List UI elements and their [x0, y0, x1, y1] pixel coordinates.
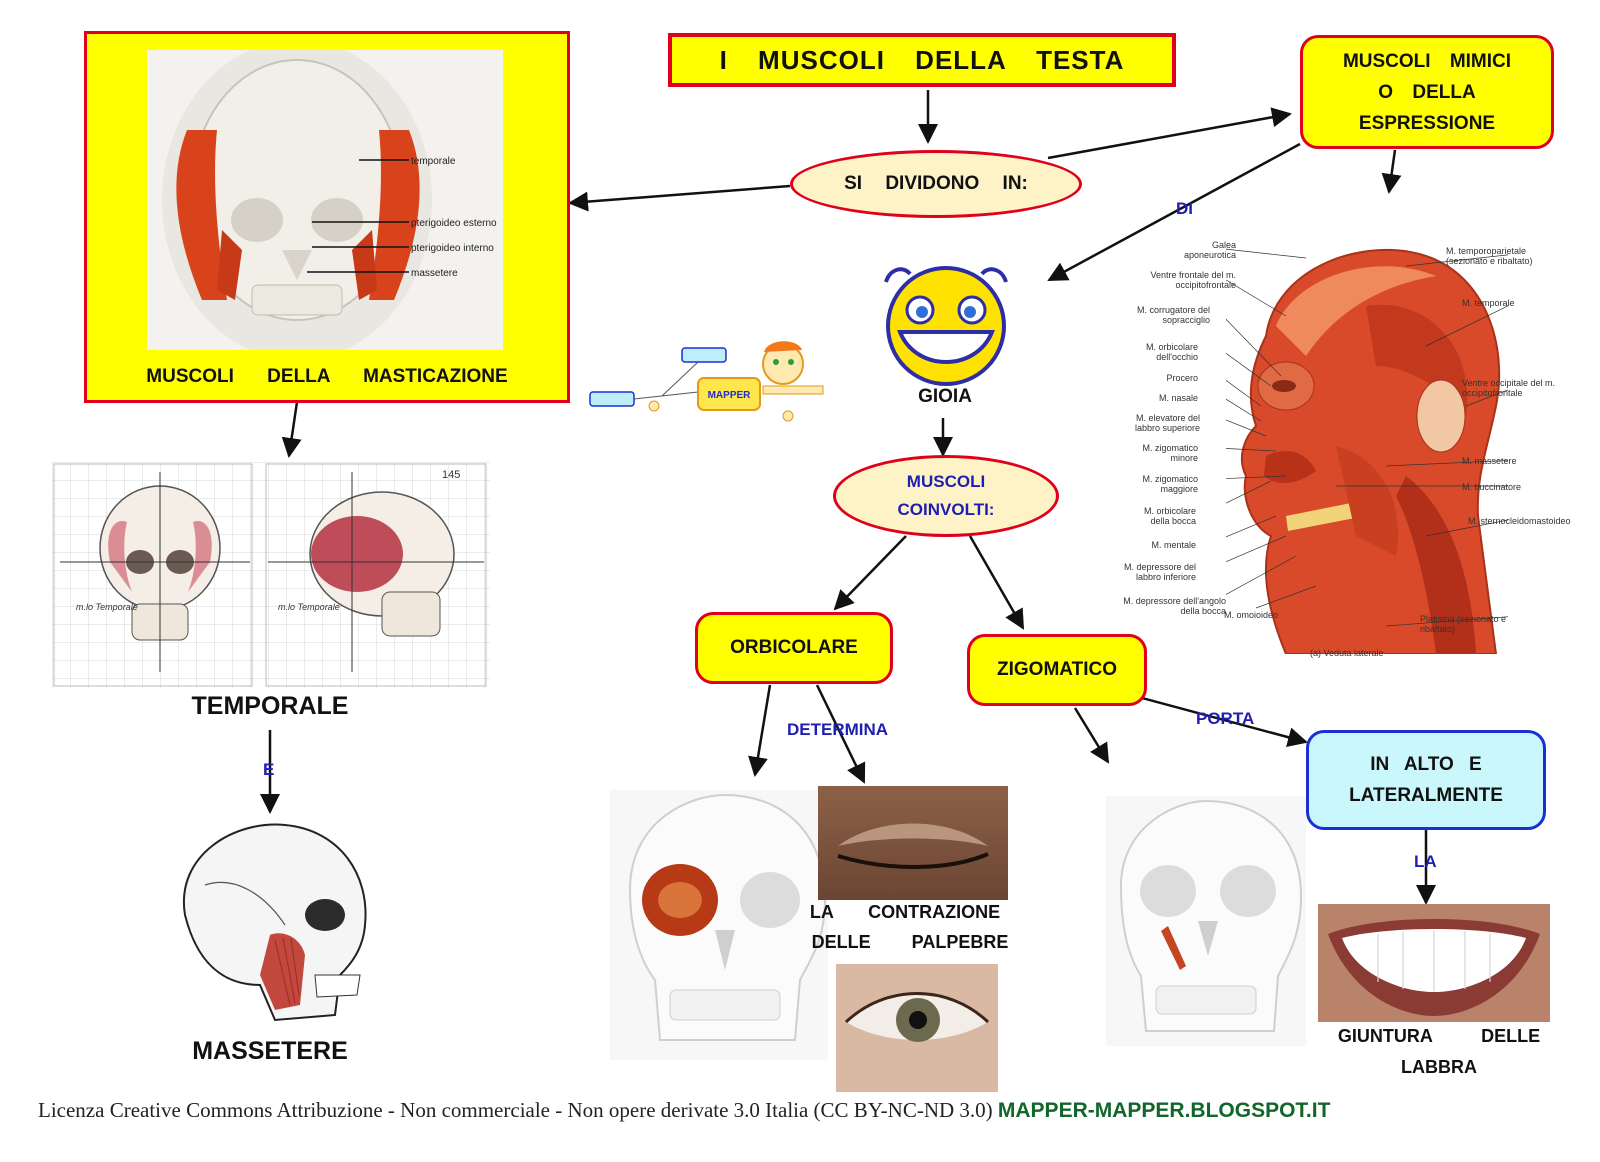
orbicolare-skull-illustration: [610, 790, 828, 1060]
mapper-logo-text: MAPPER: [708, 390, 752, 401]
in-alto-node: IN ALTO E LATERALMENTE: [1306, 730, 1546, 830]
anat-label-frontale: Ventre frontale del m. occipitofrontale: [1150, 270, 1236, 290]
eye-closed-photo: [818, 786, 1008, 900]
link-la: LA: [1414, 852, 1437, 871]
label-pterigoideo-esterno: pterigoideo esterno: [411, 218, 497, 229]
contrazione-line1: LA CONTRAZIONE: [809, 902, 1001, 922]
temporale-caption: TEMPORALE: [191, 692, 349, 720]
link-porta: PORTA: [1196, 709, 1255, 728]
anat-label-depressore-angolo: M. depressore dell'angolo della bocca: [1123, 596, 1226, 616]
anat-label-elevatore: M. elevatore del labbro superiore: [1134, 413, 1200, 433]
sketch-number: 145: [442, 469, 460, 481]
giuntura-line2: LABBRA: [1401, 1057, 1477, 1077]
contrazione-line2: DELLE PALPEBRE: [811, 932, 1009, 952]
arrow-dividono-to-mimici: [1047, 107, 1292, 160]
arrow-mimici-to-anatomy: [1381, 149, 1402, 194]
anat-label-orbicolare-occhio: M. orbicolare dell'occhio: [1145, 342, 1198, 362]
anat-label-platisma: Platisma (sezionato e ribaltato): [1420, 614, 1507, 634]
anat-label-occipitale: Ventre occipitale del m. occipitofrontal…: [1462, 378, 1556, 398]
anat-label-temporoparietale: M. temporoparietale (sezionato e ribalta…: [1446, 246, 1533, 266]
gioia-caption: GIOIA: [918, 386, 972, 407]
arrow-orbicolare-to-skull: [748, 684, 772, 777]
anat-label-zigomatico-maggiore: M. zigomatico maggiore: [1142, 474, 1198, 494]
arrow-coinvolti-to-zigomatico: [968, 535, 1025, 630]
si-dividono-node: SI DIVIDONO IN:: [790, 150, 1082, 218]
label-pterigoideo-interno: pterigoideo interno: [411, 243, 494, 254]
zigomatico-node: ZIGOMATICO: [967, 634, 1147, 706]
anat-label-depressore-labbro: M. depressore del labbro inferiore: [1123, 562, 1196, 582]
anat-label-zigomatico-minore: M. zigomatico minore: [1142, 443, 1198, 463]
arrow-mimici-to-gioia: [1047, 142, 1301, 282]
sketch-note-front: m.lo Temporale: [76, 602, 138, 612]
anat-label-nasale: M. nasale: [1158, 393, 1198, 403]
massetere-skull-illustration: [182, 823, 367, 1022]
link-di: DI: [1176, 199, 1193, 218]
label-temporale: temporale: [411, 156, 456, 167]
footer-site-link[interactable]: MAPPER-MAPPER.BLOGSPOT.IT: [997, 1099, 1331, 1122]
masticazione-caption: MUSCOLI DELLA MASTICAZIONE: [146, 366, 508, 387]
link-e: E: [263, 760, 275, 779]
sketch-note-side: m.lo Temporale: [278, 602, 340, 612]
anat-label-galea: Galea aponeurotica: [1183, 240, 1236, 260]
skull-masticazione-illustration: temporale pterigoideo esterno pterigoide…: [147, 50, 503, 350]
arrow-masticazione-to-temporale: [281, 401, 302, 458]
anatomy-face-illustration: [1226, 248, 1508, 654]
arrow-zigomatico-to-skull: [1073, 707, 1110, 764]
anat-label-sternocleidomastoideo: M. sternocleidomastoideo: [1468, 516, 1571, 526]
mapper-logo: MAPPER: [589, 341, 824, 422]
footer-license: Licenza Creative Commons Attribuzione - …: [38, 1098, 993, 1122]
temporale-sketch-illustration: m.lo Temporale m.lo Temporale 145: [52, 462, 490, 688]
gioia-smiley-icon: [884, 266, 1008, 386]
anat-label-omoioideo: M. omoioideo: [1224, 610, 1279, 620]
anatomy-caption: (a) Veduta laterale: [1310, 648, 1384, 658]
anat-label-corrugatore: M. corrugatore del sopracciglio: [1136, 305, 1210, 325]
arrow-orbicolare-to-eye: [815, 684, 866, 784]
anat-label-orbicolare-bocca: M. orbicolare della bocca: [1143, 506, 1196, 526]
arrow-zigomatico-to-inalto: [1141, 696, 1308, 747]
footer: Licenza Creative Commons Attribuzione - …: [38, 1098, 1330, 1123]
anat-label-mentale: M. mentale: [1151, 540, 1196, 550]
label-massetere: massetere: [411, 268, 458, 279]
masticazione-panel: temporale pterigoideo esterno pterigoide…: [84, 31, 570, 403]
arrow-dividono-to-masticazione: [568, 184, 791, 212]
orbicolare-node: ORBICOLARE: [695, 612, 893, 684]
smile-photo: [1318, 904, 1550, 1022]
map-title: I MUSCOLI DELLA TESTA: [668, 33, 1176, 87]
anat-label-buccinatore: M. buccinatore: [1462, 482, 1522, 492]
anat-label-procero: Procero: [1166, 373, 1198, 383]
anat-label-temporale: M. temporale: [1462, 298, 1515, 308]
giuntura-line1: GIUNTURA DELLE: [1337, 1026, 1541, 1046]
anat-label-massetere: M. massetere: [1462, 456, 1517, 466]
massetere-caption: MASSETERE: [192, 1037, 348, 1065]
zigomatico-skull-illustration: [1106, 796, 1306, 1046]
mimici-node: MUSCOLI MIMICI O DELLA ESPRESSIONE: [1300, 35, 1554, 149]
arrow-coinvolti-to-orbicolare: [833, 535, 907, 611]
link-determina: DETERMINA: [787, 720, 889, 739]
muscoli-coinvolti-node: MUSCOLI COINVOLTI:: [833, 455, 1059, 537]
eye-open-photo: [836, 964, 998, 1092]
